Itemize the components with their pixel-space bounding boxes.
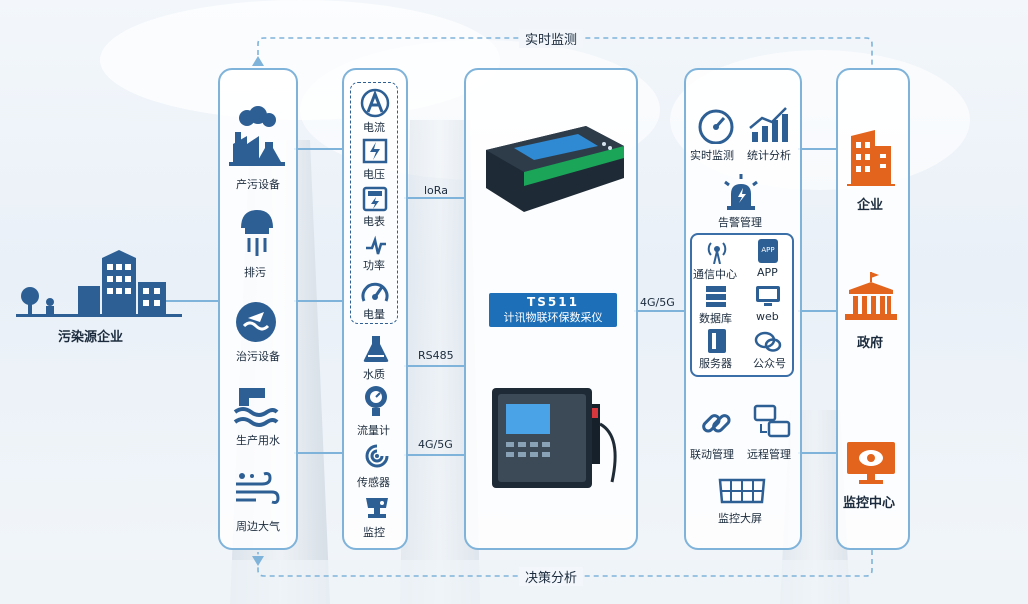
- flowmeter-icon: [362, 384, 390, 418]
- client-label: 政府: [857, 336, 884, 351]
- device-name: 计讯物联环保数采仪: [503, 311, 603, 324]
- rtu-device-icon: [488, 384, 626, 494]
- sensor-label: 传感器: [357, 476, 390, 489]
- platform-label: web: [756, 310, 779, 323]
- sensor-label: 水质: [363, 368, 385, 381]
- platform-label: APP: [757, 266, 778, 279]
- connector-left-sensors-1: [294, 148, 342, 150]
- sensor-icon: [363, 442, 391, 470]
- app-icon: APP: [756, 238, 780, 264]
- platform-label: 远程管理: [747, 448, 791, 461]
- device-title-label: TS511 计讯物联环保数采仪: [489, 293, 617, 327]
- connector-lora: [404, 197, 464, 199]
- antenna-icon: [704, 238, 730, 264]
- platform-label: 服务器: [699, 357, 732, 370]
- treatment-icon: [234, 300, 278, 344]
- connector-cellular: [404, 454, 464, 456]
- flask-icon: [362, 334, 390, 364]
- source-label: 污染源企业: [58, 330, 124, 345]
- client-label: 监控中心: [843, 496, 896, 511]
- meter-icon: [362, 186, 388, 212]
- data-logger-device-icon: [474, 120, 628, 220]
- wechat-icon: [754, 330, 782, 354]
- database-icon: [704, 284, 728, 308]
- protocol-cellular-right: 4G/5G: [640, 296, 675, 309]
- connector-platform-clients-3: [798, 452, 836, 454]
- connector-device-platform: [634, 310, 684, 312]
- connector-platform-clients-1: [798, 148, 836, 150]
- connector-left-sensors-3: [294, 452, 342, 454]
- platform-label: 统计分析: [747, 149, 791, 162]
- protocol-lora: loRa: [424, 184, 448, 197]
- platform-label: 公众号: [753, 357, 786, 370]
- link-icon: [699, 406, 733, 440]
- sensor-label: 电流: [363, 121, 385, 134]
- water-icon: [233, 384, 279, 428]
- government-icon: [843, 270, 899, 322]
- protocol-rs485: RS485: [418, 349, 454, 362]
- connector-left-sensors-2: [294, 300, 342, 302]
- svg-text:APP: APP: [761, 246, 774, 254]
- speedometer-icon: [697, 108, 735, 144]
- connector-platform-clients-2: [798, 310, 836, 312]
- alarm-icon: [719, 172, 763, 212]
- voltage-icon: [362, 138, 388, 164]
- enterprise-scene-icon: [16, 250, 182, 322]
- chart-icon: [748, 106, 790, 144]
- left-item-label: 生产用水: [236, 434, 280, 447]
- web-icon: [754, 284, 782, 308]
- flow-bottom-label: 决策分析: [519, 567, 584, 586]
- monitor-icon: [845, 440, 897, 486]
- sensor-label: 监控: [363, 526, 385, 539]
- remote-icon: [753, 404, 791, 440]
- left-item-label: 周边大气: [236, 520, 280, 533]
- platform-label: 监控大屏: [718, 512, 762, 525]
- connector-source-left: [165, 300, 219, 302]
- power-icon: [364, 234, 388, 258]
- platform-label: 实时监测: [690, 149, 734, 162]
- platform-label: 告警管理: [718, 216, 762, 229]
- client-label: 企业: [857, 198, 884, 213]
- flow-top-label: 实时监测: [519, 29, 584, 48]
- electric-sensors-group: [350, 82, 398, 324]
- air-icon: [232, 470, 280, 510]
- gauge-icon: [360, 277, 390, 305]
- screen-icon: [718, 476, 766, 506]
- sensor-label: 流量计: [357, 424, 390, 437]
- building-icon: [845, 128, 897, 186]
- camera-icon: [362, 492, 392, 522]
- platform-label: 联动管理: [690, 448, 734, 461]
- factory-icon: [229, 106, 285, 168]
- left-item-label: 排污: [244, 266, 266, 279]
- platform-label: 通信中心: [693, 268, 737, 281]
- sensor-label: 电量: [363, 308, 385, 321]
- sensor-label: 电表: [363, 215, 385, 228]
- connector-rs485: [404, 365, 464, 367]
- protocol-cellular-left: 4G/5G: [418, 438, 453, 451]
- left-item-label: 治污设备: [236, 350, 280, 363]
- device-model: TS511: [527, 295, 579, 309]
- sensor-label: 功率: [363, 259, 385, 272]
- left-item-label: 产污设备: [236, 178, 280, 191]
- ampere-icon: [360, 88, 390, 118]
- sensor-label: 电压: [363, 168, 385, 181]
- platform-label: 数据库: [699, 312, 732, 325]
- server-icon: [706, 328, 728, 354]
- discharge-icon: [237, 208, 277, 258]
